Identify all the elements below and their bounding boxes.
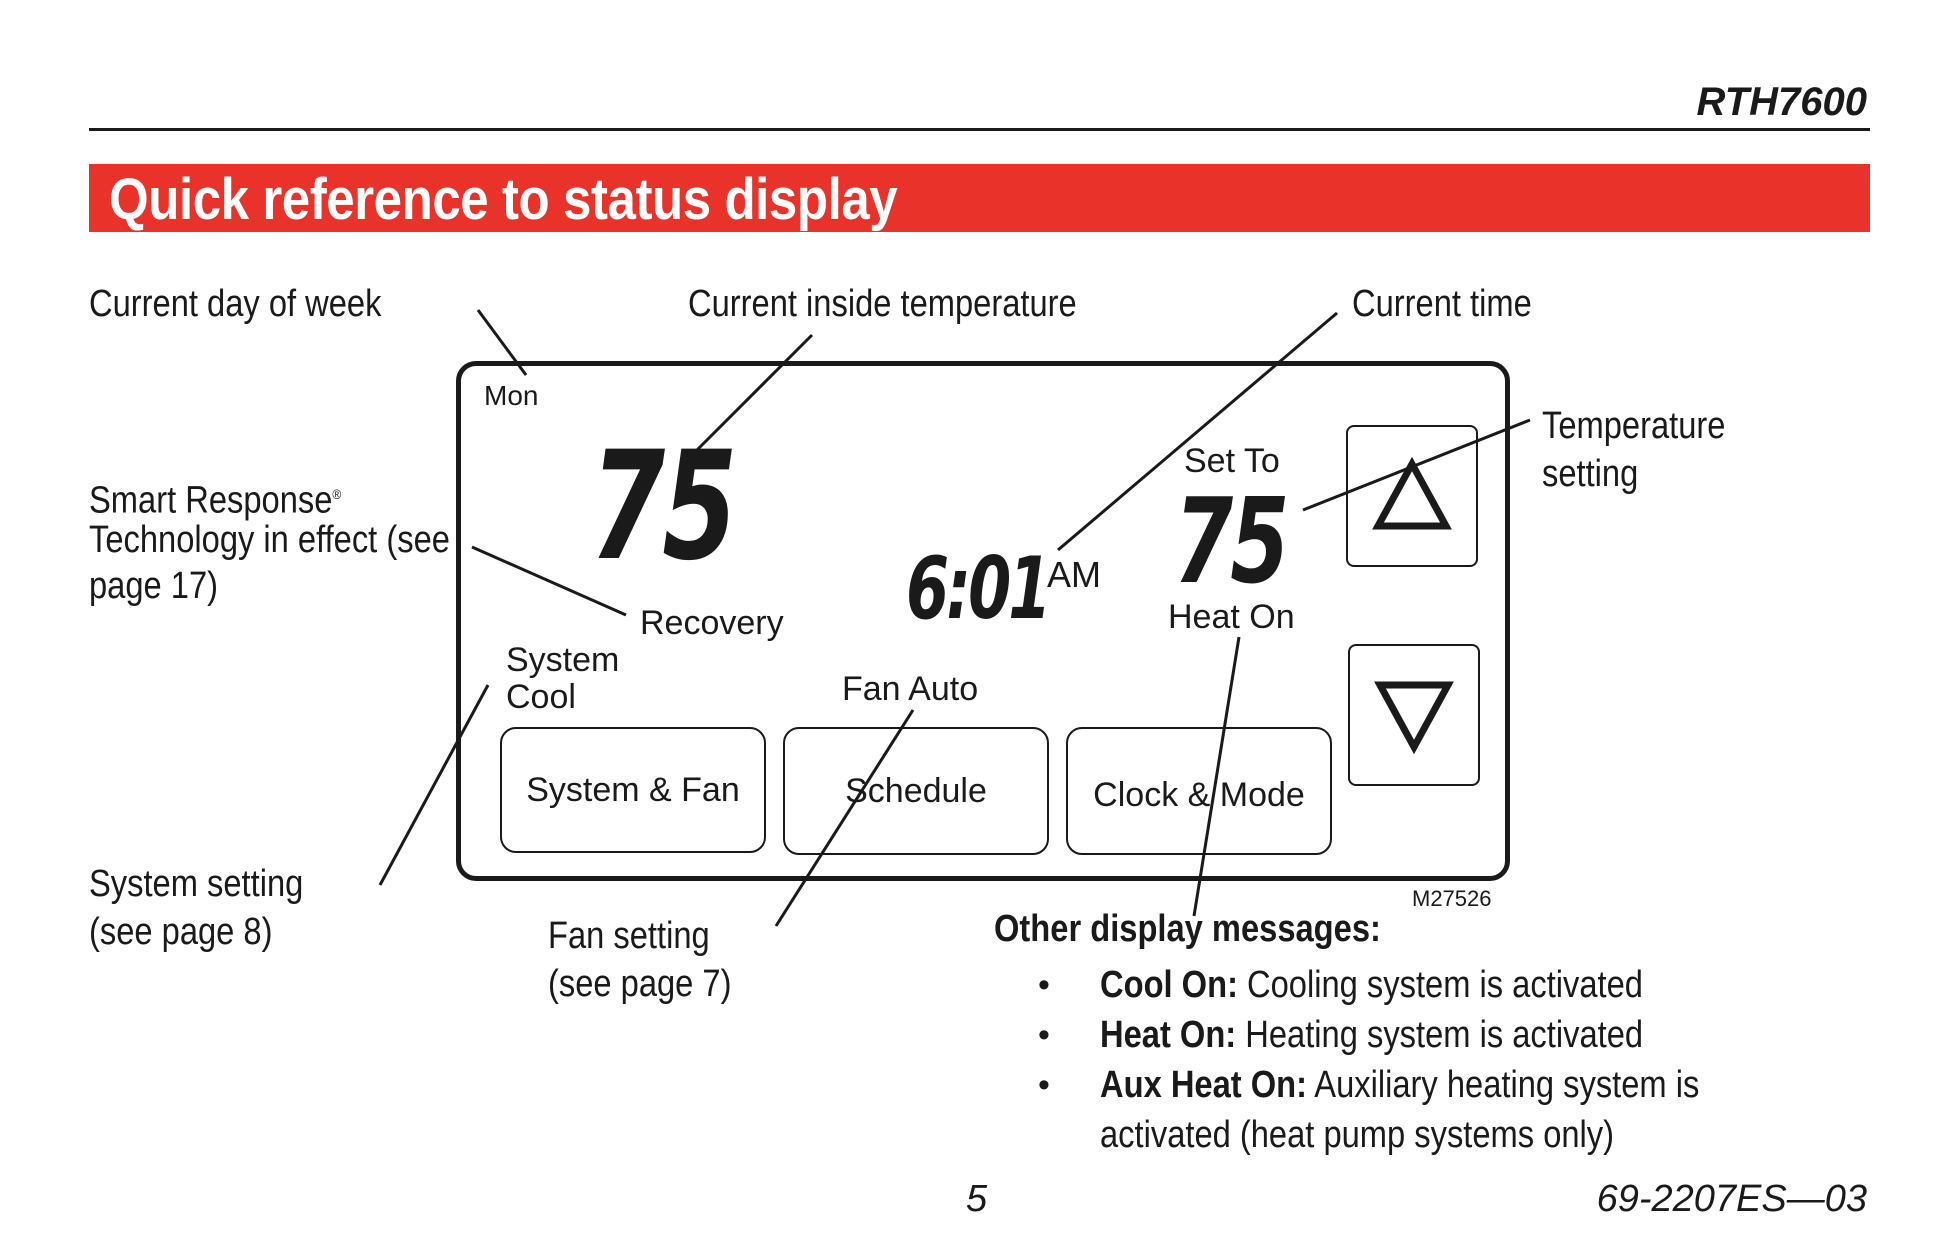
callout-smart-response-line1: Smart Response® [89, 479, 342, 522]
heat-on-indicator: Heat On [1168, 598, 1295, 636]
temp-down-button[interactable] [1348, 644, 1480, 786]
callout-system-line1: System setting [89, 863, 304, 905]
callout-inside-temp: Current inside temperature [688, 283, 1077, 325]
current-time: 6:01 [906, 539, 1051, 639]
day-of-week: Mon [484, 380, 539, 411]
page-number: 5 [966, 1178, 988, 1220]
clock-mode-button[interactable]: Clock & Mode [1066, 727, 1332, 855]
callout-system-line2: (see page 8) [89, 911, 273, 953]
temp-up-button[interactable] [1346, 425, 1478, 567]
messages-title: Other display messages: [994, 908, 1381, 950]
page-title: Quick reference to status display [109, 167, 898, 232]
callout-fan-line1: Fan setting [548, 915, 710, 957]
callout-time: Current time [1352, 283, 1532, 325]
fan-status: Fan Auto [842, 670, 979, 708]
up-triangle-icon [1372, 456, 1452, 530]
document-id: 69-2207ES—03 [1596, 1178, 1867, 1220]
callout-smart-response-line3: page 17) [89, 565, 219, 607]
set-temperature: 75 [1174, 472, 1289, 610]
bullet: • [1038, 1066, 1050, 1104]
callout-temp-setting-line2: setting [1542, 453, 1639, 495]
inside-temperature: 75 [590, 420, 737, 594]
bullet: • [1038, 1016, 1050, 1054]
callout-temp-setting-line1: Temperature [1542, 405, 1726, 447]
header-rule [89, 128, 1870, 131]
callout-fan-line2: (see page 7) [548, 963, 732, 1005]
registered-mark: ® [332, 486, 342, 502]
bullet: • [1038, 966, 1050, 1004]
figure-id: M27526 [1412, 886, 1492, 911]
other-messages: Other display messages: • Cool On: Cooli… [994, 908, 1700, 1156]
schedule-button[interactable]: Schedule [783, 727, 1049, 855]
am-pm-indicator: AM [1047, 554, 1101, 595]
model-number: RTH7600 [1696, 80, 1867, 124]
thermostat-display [456, 361, 1510, 881]
down-triangle-icon [1374, 681, 1454, 755]
system-mode-indicator: System Cool [506, 641, 620, 716]
callout-day: Current day of week [89, 283, 382, 325]
title-banner: Quick reference to status display [89, 164, 1870, 232]
callout-smart-response-line2: Technology in effect (see [89, 519, 450, 561]
system-fan-button[interactable]: System & Fan [500, 727, 766, 853]
recovery-indicator: Recovery [640, 604, 784, 642]
